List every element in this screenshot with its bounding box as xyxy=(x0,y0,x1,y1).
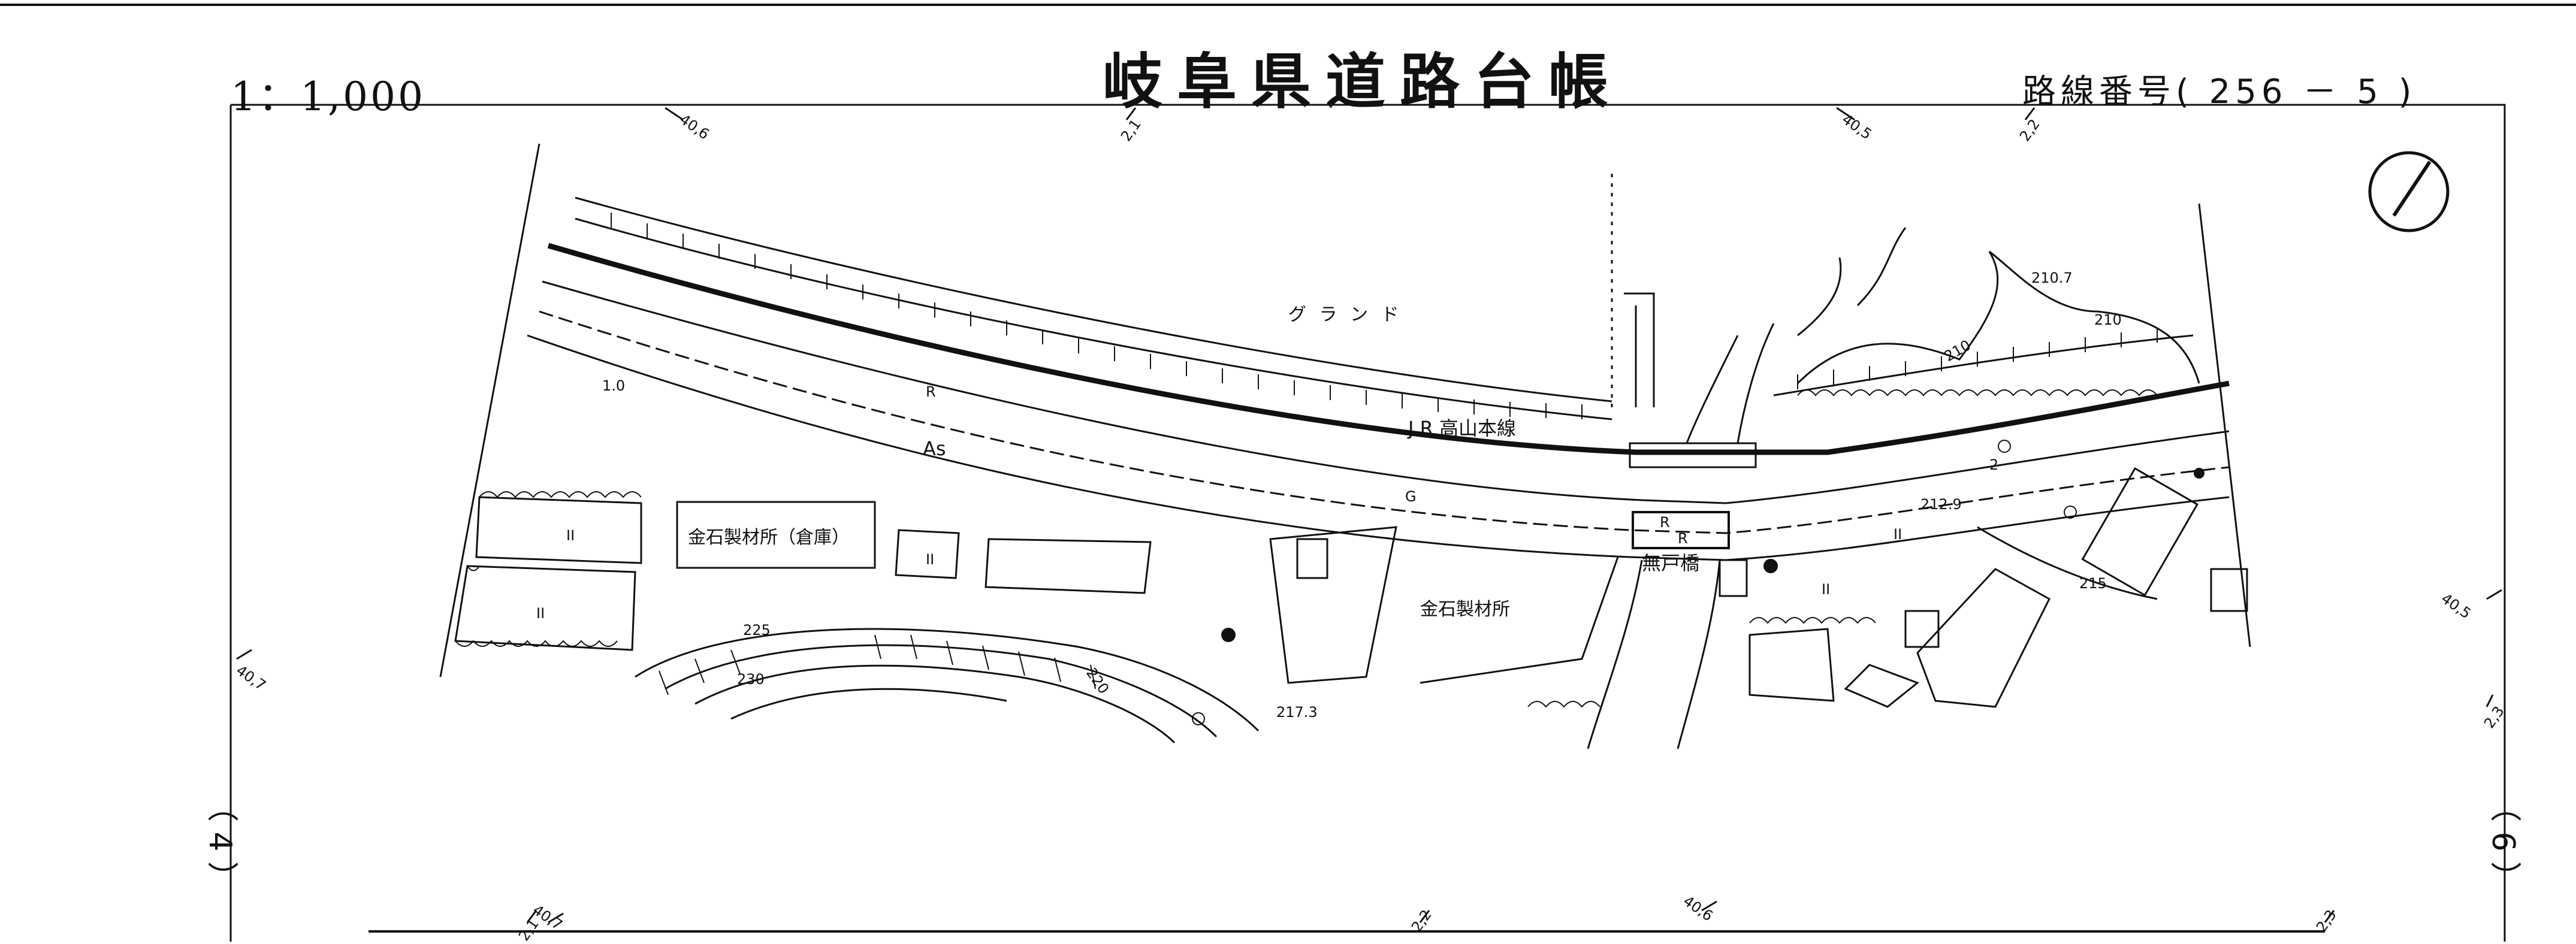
map-scale: 1：1,000 xyxy=(231,74,425,120)
contour-inner xyxy=(730,688,1007,720)
embankment-top-upper xyxy=(575,196,1612,403)
stream-upper-east xyxy=(1737,323,1775,444)
drawing-right-edge xyxy=(2198,203,2251,648)
sheet-left-number: （ 4 ） xyxy=(202,791,238,893)
label-sawmill: 金石製材所 xyxy=(1420,599,1510,620)
label-elev-212-9: 212.9 xyxy=(1920,496,1962,513)
label-parcel-c: II xyxy=(926,551,935,568)
contour-lines-right xyxy=(1797,227,1907,337)
sheet-right-number: （ 6 ） xyxy=(2485,791,2521,893)
label-parcel-a: II xyxy=(566,527,575,544)
manhole-2 xyxy=(1998,440,2011,453)
building-right-5 xyxy=(1916,568,2050,708)
parcel-mid-right xyxy=(985,538,1152,594)
survey-point-3 xyxy=(2194,468,2204,479)
structure-lines xyxy=(1624,292,1655,407)
embankment-right-upper xyxy=(1773,334,2194,397)
label-elev-210-7: 210.7 xyxy=(2031,270,2073,286)
label-r-1: R xyxy=(926,383,936,400)
river-bank-west xyxy=(1587,559,1643,749)
jr-railway-line xyxy=(547,243,2230,455)
sawmill-boundary xyxy=(1420,556,1619,684)
north-arrow-icon xyxy=(2368,151,2450,232)
label-contour-215: 215 xyxy=(2079,575,2107,592)
label-r-3: R xyxy=(1678,530,1688,547)
sawmill-building xyxy=(1269,526,1397,684)
manhole-1 xyxy=(1192,712,1205,725)
sawmill-annex xyxy=(1296,538,1328,579)
mudo-bridge xyxy=(1632,511,1730,549)
label-r-2: R xyxy=(1660,514,1670,531)
label-two: 2 xyxy=(1989,456,1999,473)
building-right-7 xyxy=(1719,559,1748,597)
label-elev-217-3: 217.3 xyxy=(1276,704,1318,721)
label-jr-railway: J R 高山本線 xyxy=(1408,417,1517,440)
label-contour-225: 225 xyxy=(743,622,771,639)
contour-215 xyxy=(1977,526,2158,600)
survey-point-2 xyxy=(1763,559,1778,573)
stream-upper-west xyxy=(1686,335,1739,444)
label-warehouse: 金石製材所（倉庫） xyxy=(688,527,850,548)
embankment-hatching xyxy=(611,213,2158,695)
road-edge-north xyxy=(542,280,2230,504)
building-right-1 xyxy=(2081,467,2199,597)
route-open: ( xyxy=(2176,72,2194,111)
label-asphalt: As xyxy=(923,437,946,460)
label-ground: グ ラ ン ド xyxy=(1288,304,1403,325)
building-right-4 xyxy=(1844,664,1919,708)
rail-bridge xyxy=(1629,442,1757,468)
label-contour-210a: 210 xyxy=(2094,311,2122,328)
parcel-left-lower xyxy=(454,565,636,651)
label-parcel-e: II xyxy=(1894,526,1902,543)
coordinate-ticks xyxy=(236,107,2502,924)
contour-225 xyxy=(665,644,1218,738)
parcel-mid xyxy=(895,529,960,579)
road-centerline xyxy=(539,310,2230,534)
label-mudo-bridge: 無戸橋 xyxy=(1642,552,1700,574)
manhole-3 xyxy=(2064,506,2077,519)
warehouse-building xyxy=(676,501,876,569)
label-gutter: G xyxy=(1405,488,1417,505)
drawing-left-edge xyxy=(439,143,540,677)
building-right-3 xyxy=(1748,628,1835,702)
map-frame-top xyxy=(231,104,2506,942)
label-parcel-b: II xyxy=(536,605,545,622)
contour-210 xyxy=(1796,250,2200,385)
label-slope-1-0: 1.0 xyxy=(602,377,626,394)
embankment-top-lower xyxy=(575,217,1612,420)
road-edge-south xyxy=(527,334,2230,561)
building-right-6 xyxy=(1904,610,1940,648)
river-bank-east xyxy=(1677,559,1721,749)
contour-230 xyxy=(694,664,1176,744)
building-right-2 xyxy=(2210,568,2248,612)
hedge-scallops xyxy=(455,389,2158,708)
survey-point-1 xyxy=(1221,628,1236,642)
route-close: ) xyxy=(2398,72,2417,111)
contour-220 xyxy=(635,628,1260,732)
label-parcel-d: II xyxy=(1822,581,1831,598)
parcel-left-upper xyxy=(475,496,642,564)
label-contour-230: 230 xyxy=(737,671,765,688)
